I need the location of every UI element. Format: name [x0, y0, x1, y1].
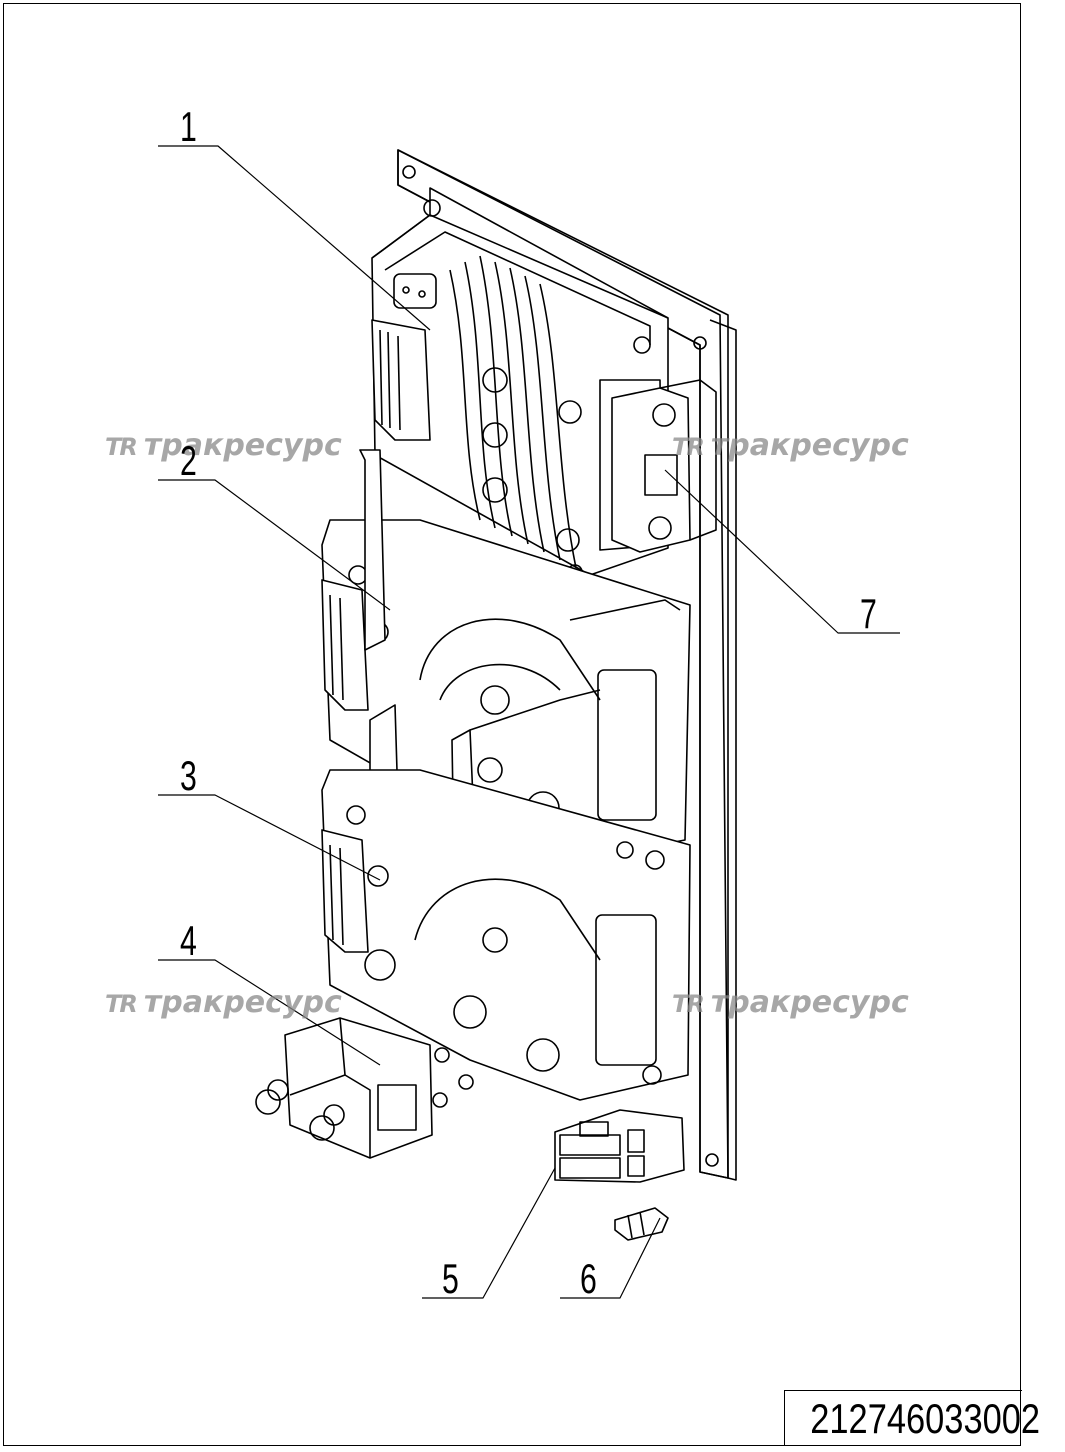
- leader-3: [158, 794, 381, 881]
- leader-6: [560, 1217, 661, 1299]
- document-number: 212746033002: [810, 1395, 1041, 1442]
- callout-3: 3: [180, 752, 197, 799]
- blade-fuse-6: [614, 1207, 669, 1241]
- exploded-assembly-drawing: [158, 145, 900, 1299]
- leader-2: [158, 479, 391, 611]
- watermark-logo: TR: [105, 990, 138, 1018]
- controller-top: [371, 187, 669, 580]
- contactor-7: [611, 379, 717, 553]
- callout-5: 5: [442, 1255, 459, 1302]
- fuse-holder-5: [554, 1109, 685, 1183]
- controller-lower: [321, 769, 691, 1101]
- watermark-logo: TR: [672, 433, 705, 461]
- watermark-logo: TR: [672, 990, 705, 1018]
- mounting-plate: [397, 149, 737, 1181]
- leader-1: [158, 145, 431, 331]
- leader-5: [422, 1167, 556, 1299]
- callout-7: 7: [860, 590, 877, 637]
- watermark-logo: TR: [105, 433, 138, 461]
- callout-6: 6: [580, 1255, 597, 1302]
- callout-1: 1: [180, 103, 197, 150]
- document-number-box: 212746033002: [784, 1390, 1040, 1446]
- drawing-frame: [3, 3, 1021, 1446]
- leader-7: [664, 469, 900, 634]
- main-contactor-4: [255, 1017, 474, 1159]
- leader-4: [158, 959, 381, 1066]
- callout-2: 2: [180, 437, 197, 484]
- leader-lines: [158, 145, 900, 1299]
- callout-4: 4: [180, 917, 197, 964]
